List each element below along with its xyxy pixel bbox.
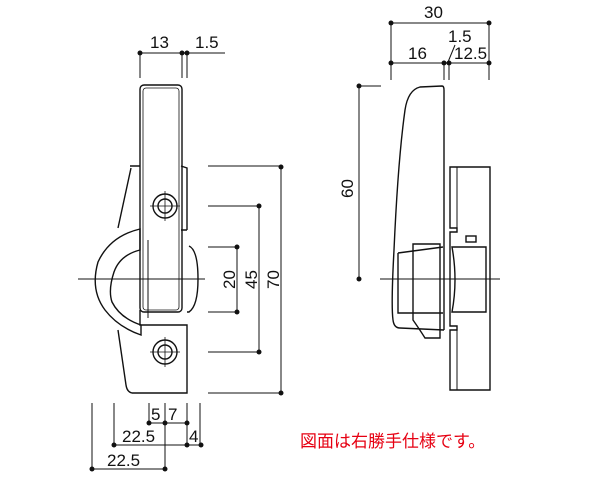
base-outline [117, 165, 188, 394]
dim-16: 16 [408, 44, 427, 63]
dim-45: 45 [242, 270, 261, 289]
side-dimension-lines [358, 22, 490, 279]
base-plate-edge [450, 166, 458, 390]
dim-13: 13 [150, 33, 169, 52]
handle-inner [142, 87, 180, 311]
lock-latch [451, 246, 487, 313]
thumb-ring [94, 228, 142, 336]
dimension-dots [89, 20, 492, 472]
front-view [78, 52, 282, 470]
screw-hole-top [150, 191, 180, 221]
cam-inner [397, 246, 444, 314]
dimension-lines [91, 52, 282, 470]
handle-body [391, 85, 445, 330]
dim-70: 70 [264, 270, 283, 289]
side-view [358, 22, 500, 391]
dim-4: 4 [189, 427, 198, 446]
dim-22-5-upper: 22.5 [122, 427, 155, 446]
dim-5: 5 [151, 405, 160, 424]
dim-22-5-lower: 22.5 [107, 451, 140, 470]
right-hand-spec-note: 図面は右勝手仕様です。 [300, 432, 486, 452]
handle-outline [139, 84, 183, 313]
handle-bottom [392, 319, 445, 331]
screw-hole-bottom [150, 337, 180, 367]
cam [412, 243, 441, 339]
latch-indicator [465, 235, 477, 243]
dim-7: 7 [168, 405, 177, 424]
dim-side-1-5: 1.5 [448, 27, 472, 46]
dim-12-5: 12.5 [454, 44, 487, 63]
dim-1-5: 1.5 [195, 33, 219, 52]
dim-20: 20 [220, 270, 239, 289]
dim-30: 30 [424, 3, 443, 22]
dim-60: 60 [338, 179, 357, 198]
